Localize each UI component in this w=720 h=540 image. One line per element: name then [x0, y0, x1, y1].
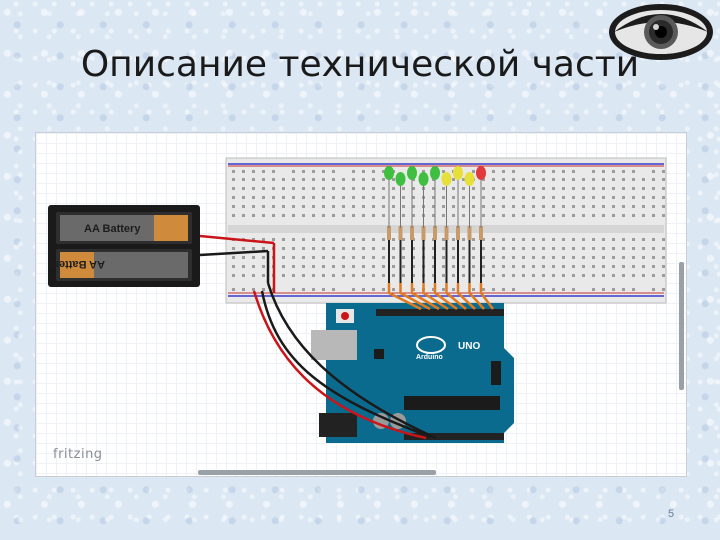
horizontal-scrollbar[interactable]	[198, 470, 436, 475]
eye-icon	[609, 4, 713, 60]
resistor-9	[479, 226, 483, 240]
resistor-4	[421, 226, 426, 240]
battery-pack: AA Battery AA Battery	[48, 205, 200, 287]
led-6	[441, 172, 452, 186]
slide-title: Описание технической части	[80, 44, 640, 85]
resistors	[387, 226, 483, 283]
vertical-scrollbar[interactable]	[679, 262, 684, 390]
led-9	[476, 166, 486, 180]
page-number: 5	[668, 508, 675, 520]
resistor-1	[387, 226, 391, 240]
resistor-8	[467, 226, 472, 240]
led-3	[407, 166, 417, 180]
board-logo: UNO	[458, 341, 480, 352]
fritzing-watermark: fritzing	[53, 447, 103, 462]
led-4	[418, 172, 429, 186]
resistor-2	[398, 226, 403, 240]
circuit-canvas[interactable]: AA Battery AA Battery UNO	[35, 132, 687, 477]
led-1	[384, 166, 394, 180]
board-brand: Arduino	[416, 354, 443, 361]
circuit-diagram: AA Battery AA Battery UNO	[48, 157, 667, 443]
battery-bottom-label: AA Battery	[48, 258, 105, 270]
resistor-6	[444, 226, 449, 240]
led-5	[430, 166, 440, 180]
resistor-3	[410, 226, 414, 240]
battery-top-label: AA Battery	[84, 223, 141, 235]
led-row	[384, 166, 486, 228]
arduino-board: UNO Arduino	[311, 303, 514, 443]
resistor-7	[456, 226, 460, 240]
led-8	[464, 172, 475, 186]
led-7	[453, 166, 463, 180]
signal-wires	[387, 283, 494, 311]
led-2	[395, 172, 406, 186]
resistor-5	[433, 226, 437, 240]
